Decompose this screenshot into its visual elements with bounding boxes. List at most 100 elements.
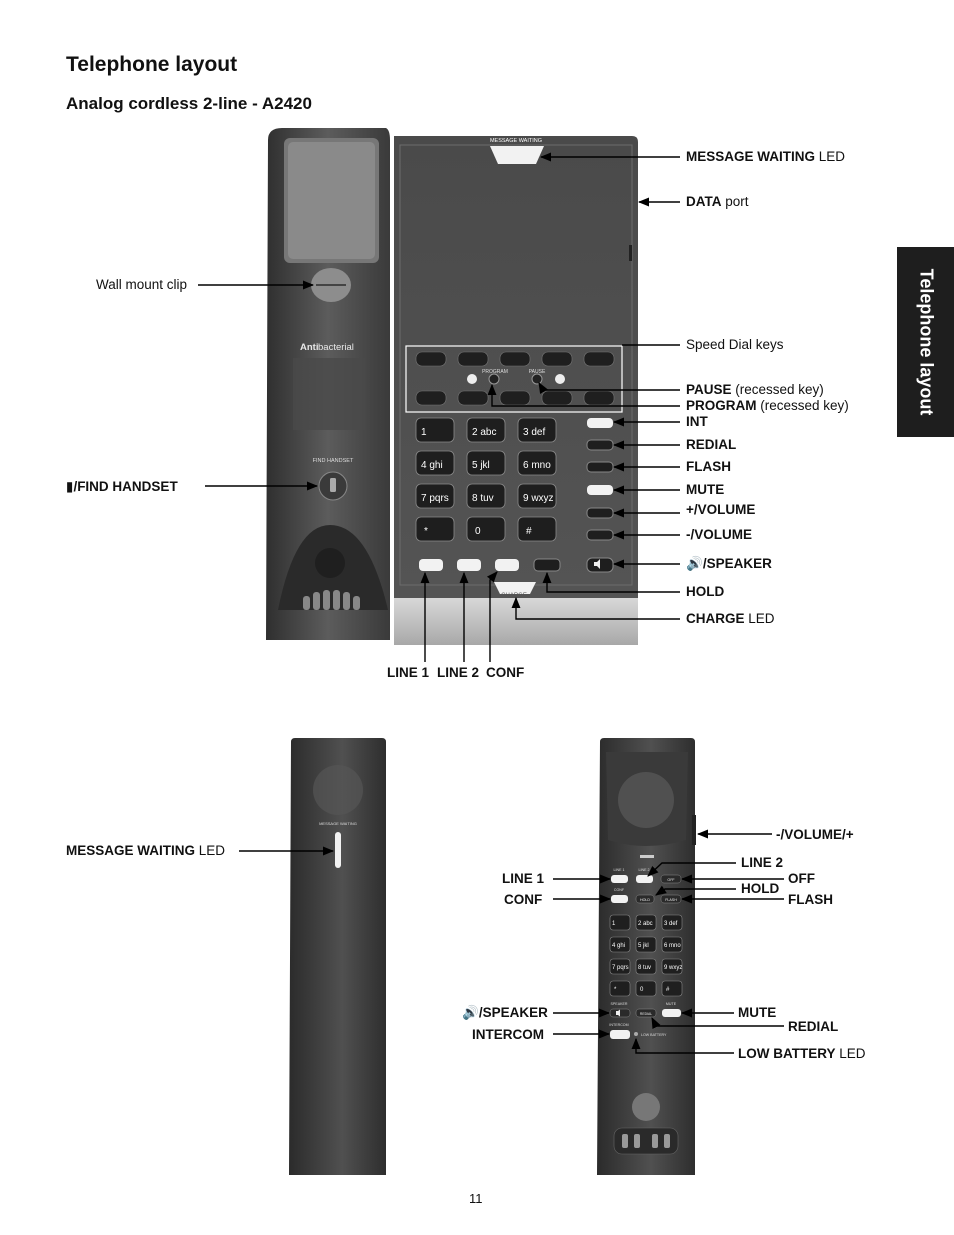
base-deck: MESSAGE WAITING PROGRAM PAUSE [394,136,638,645]
hs-redial-key[interactable] [635,1008,657,1018]
hs-key-3: 3 def [664,921,678,927]
conf-key[interactable] [495,559,519,571]
function-keys[interactable] [419,418,614,573]
handset-keypad[interactable]: 1 2 abc 3 def 4 ghi 5 jkl 6 mno 7 pqrs 8… [609,914,682,997]
label-int: INT [686,414,708,429]
label-flash: FLASH [686,459,731,474]
label-conf: CONF [486,665,525,680]
keypad-labels: 1 2 abc 3 def 4 ghi 5 jkl 6 mno 7 pqrs 8… [421,427,554,537]
label-handset-mw-suffix: LED [195,843,226,858]
hs-key-1: 1 [612,921,616,927]
label-program-suffix: (recessed key) [756,398,849,413]
label-program: PROGRAM (recessed key) [686,398,849,414]
key-8: 8 tuv [472,493,494,504]
label-message-waiting-led: MESSAGE WAITING LED [686,149,845,165]
label-hs-conf: CONF [504,892,543,907]
key-star: * [424,526,428,537]
label-charge-led-suffix: LED [744,611,775,626]
hs-intercom-print: INTERCOM [609,1023,628,1027]
key-2: 2 abc [472,427,496,438]
charge-print: CHARGE [501,593,527,599]
handset-message-waiting-led [335,832,341,868]
earpiece-grille-icon [313,765,363,815]
line2-key[interactable] [457,559,481,571]
key-5: 5 jkl [472,460,490,471]
label-message-waiting-led-name: MESSAGE WAITING [686,149,816,164]
handset-back-mw-print: MESSAGE WAITING [319,821,357,826]
hs-key-0: 0 [640,987,644,993]
label-pause: PAUSE (recessed key) [686,382,824,398]
page-title: Telephone layout [66,53,238,76]
hs-key-7: 7 pqrs [612,965,629,971]
speaker-icon: 🔊 [686,556,703,571]
label-hs-redial: REDIAL [788,1019,839,1034]
volume-up-key[interactable] [586,507,614,519]
label-program-name: PROGRAM [686,398,757,413]
hs-speaker-icon [616,1009,620,1017]
line1-key[interactable] [419,559,443,571]
hs-mute-key[interactable] [662,1009,681,1017]
mute-key[interactable] [587,485,613,495]
dial-keypad[interactable]: 1 2 abc 3 def 4 ghi 5 jkl 6 mno 7 pqrs 8… [415,417,557,542]
key-6: 6 mno [523,460,551,471]
label-handset-mw-name: MESSAGE WAITING [66,843,196,858]
label-hs-off: OFF [788,871,815,886]
hs-line1-key[interactable] [611,875,628,883]
hs-intercom-key[interactable] [610,1030,630,1039]
hs-flash-print: FLASH [665,898,677,902]
hold-key[interactable] [533,558,561,572]
brand-logo-light: bacterial [318,342,354,353]
key-0: 0 [475,526,481,537]
hs-off-print: OFF [667,878,675,882]
hs-line2-key[interactable] [636,875,653,883]
handset-earpiece-icon [618,772,674,828]
volume-down-key[interactable] [586,529,614,541]
label-hs-low-battery-name: LOW BATTERY [738,1046,836,1061]
label-hs-speaker: 🔊/SPEAKER [462,1005,548,1021]
label-charge-led-name: CHARGE [686,611,745,626]
program-button[interactable] [488,373,500,385]
label-line2: LINE 2 [437,665,480,680]
label-hs-flash: FLASH [788,892,833,907]
label-message-waiting-led-suffix: LED [815,149,846,164]
redial-key[interactable] [586,439,614,451]
hs-key-8: 8 tuv [638,965,651,971]
label-mute: MUTE [686,482,725,497]
label-volume-down: -/VOLUME [686,527,752,542]
hs-key-9: 9 wxyz [664,965,682,971]
base-cradle: Anti bacterial FIND HANDSET [266,128,390,640]
key-4: 4 ghi [421,460,443,471]
handset-soft-keys[interactable]: LINE 1 LINE 2 OFF CONF HOLD FLASH [611,868,682,904]
plus-icon-2 [555,374,565,384]
pause-button[interactable] [531,373,543,385]
data-port [629,245,632,261]
label-volume-up: +/VOLUME [686,502,756,517]
handset-volume-rocker[interactable] [692,815,696,845]
handset-bottom-keys[interactable]: SPEAKER REDIAL MUTE INTERCOM LOW BATTERY [609,1002,681,1039]
hs-conf-print: CONF [614,888,625,892]
label-hs-low-battery-suffix: LED [835,1046,866,1061]
brand-logo-bold: Anti [300,342,318,353]
model-heading: Analog cordless 2-line - A2420 [66,94,312,113]
flash-key[interactable] [586,461,614,473]
key-9: 9 wxyz [523,493,554,504]
charge-led [494,582,536,594]
speaker-grille-icon [293,358,365,430]
label-handset-message-waiting-led: MESSAGE WAITING LED [66,843,225,859]
handset-front: LINE 1 LINE 2 OFF CONF HOLD FLASH 1 2 ab… [597,738,696,1175]
page-number: 11 [469,1191,483,1206]
hs-hold-key[interactable] [635,894,655,904]
hs-key-star: * [614,987,617,993]
speed-dial-keys[interactable] [415,351,615,406]
hs-conf-key[interactable] [611,895,628,903]
label-redial: REDIAL [686,437,737,452]
side-tab: Telephone layout [897,247,954,437]
program-print: PROGRAM [482,369,508,375]
handset-back: MESSAGE WAITING [289,738,386,1175]
label-hs-hold: HOLD [741,881,780,896]
int-key[interactable] [587,418,613,428]
label-pause-name: PAUSE [686,382,732,397]
label-hs-intercom: INTERCOM [472,1027,544,1042]
label-find-handset: ▮/FIND HANDSET [66,479,178,495]
